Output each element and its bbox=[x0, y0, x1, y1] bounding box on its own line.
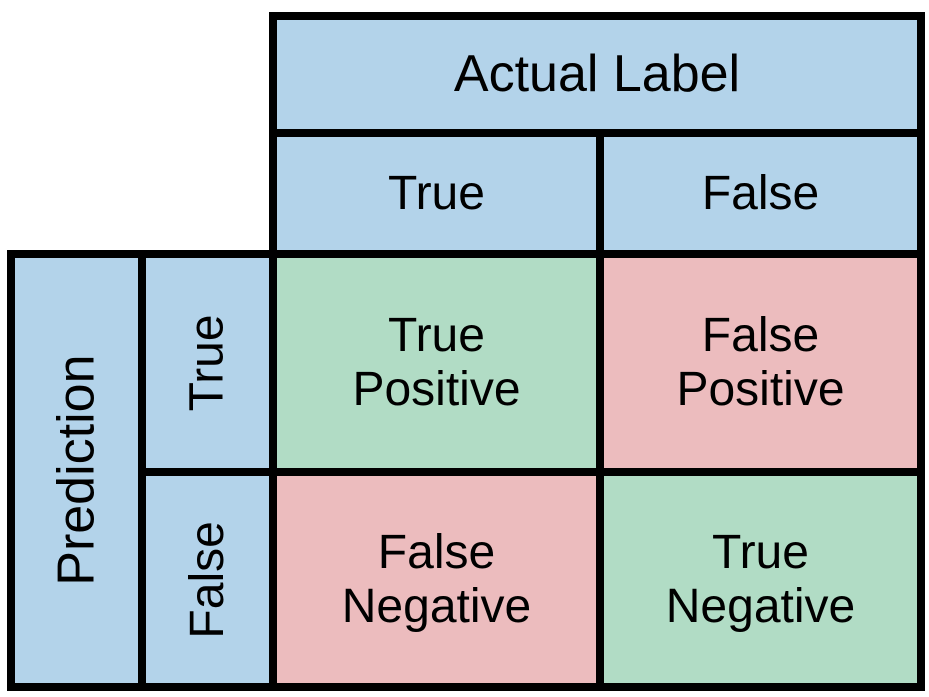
predicted-false-header: False bbox=[138, 468, 277, 691]
true-negative-cell: True Negative bbox=[596, 468, 925, 691]
predicted-false-text: False bbox=[180, 520, 234, 639]
predicted-true-header: True bbox=[138, 250, 277, 476]
false-negative-line1: False bbox=[377, 525, 496, 579]
true-positive-line1: True bbox=[388, 309, 485, 363]
false-positive-line2: Positive bbox=[676, 363, 845, 416]
true-negative-line2: Negative bbox=[665, 579, 856, 633]
actual-label-header: Actual Label bbox=[269, 12, 925, 137]
true-positive-cell: True Positive bbox=[269, 250, 604, 476]
false-negative-line2: Negative bbox=[341, 579, 532, 633]
prediction-header: Prediction bbox=[7, 250, 146, 691]
predicted-true-text: True bbox=[180, 314, 234, 412]
actual-false-header: False bbox=[596, 129, 925, 258]
actual-label-text: Actual Label bbox=[453, 45, 741, 104]
actual-false-text: False bbox=[701, 166, 820, 220]
prediction-text: Prediction bbox=[47, 354, 106, 587]
false-positive-cell: False Positive bbox=[596, 250, 925, 476]
false-negative-cell: False Negative bbox=[269, 468, 604, 691]
actual-true-header: True bbox=[269, 129, 604, 258]
actual-true-text: True bbox=[388, 166, 485, 220]
false-positive-line1: False bbox=[701, 309, 820, 363]
true-negative-line1: True bbox=[712, 525, 809, 579]
true-positive-line2: Positive bbox=[352, 363, 521, 416]
